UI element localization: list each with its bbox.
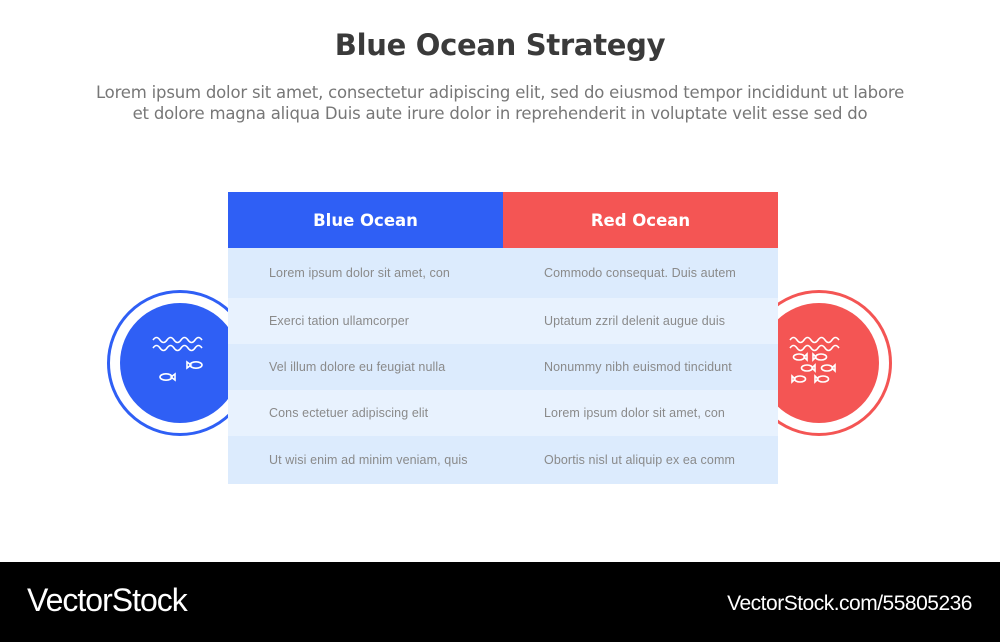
table-cell-blue: Lorem ipsum dolor sit amet, con [269,266,450,280]
page-subtitle: Lorem ipsum dolor sit amet, consectetur … [0,82,1000,124]
table-row: Lorem ipsum dolor sit amet, con Commodo … [228,248,778,298]
image-reference: VectorStock.com/55805236 [727,592,972,615]
column-header-blue-ocean: Blue Ocean [228,192,503,248]
column-header-red-ocean: Red Ocean [503,192,778,248]
watermark-footer: VectorStock VectorStock.com/55805236 [0,562,1000,642]
red-ocean-waves-fish-icon [789,336,840,384]
page-title: Blue Ocean Strategy [334,28,666,62]
table-cell-red: Obortis nisl ut aliquip ex ea comm [544,453,735,467]
table-row: Vel illum dolore eu feugiat nulla Nonumm… [228,344,778,390]
table-cell-blue: Cons ectetuer adipiscing elit [269,406,429,420]
table-row: Cons ectetuer adipiscing elit Lorem ipsu… [228,390,778,436]
table-cell-red: Nonummy nibh euismod tincidunt [544,360,732,374]
table-cell-blue: Vel illum dolore eu feugiat nulla [269,360,446,374]
table-cell-blue: Exerci tation ullamcorper [269,314,410,328]
table-header: Blue Ocean Red Ocean [228,192,778,248]
table-row: Ut wisi enim ad minim veniam, quis Obort… [228,436,778,484]
comparison-table: Blue Ocean Red Ocean Lorem ipsum dolor s… [228,192,778,484]
brand-logo: VectorStock [27,582,188,618]
table-cell-red: Uptatum zzril delenit augue duis [544,314,726,328]
blue-ocean-badge-fill [120,303,240,423]
red-ocean-badge-fill [759,303,879,423]
blue-ocean-waves-fish-icon [152,336,203,382]
table-cell-red: Lorem ipsum dolor sit amet, con [544,406,725,420]
subtitle-line-1: Lorem ipsum dolor sit amet, consectetur … [95,83,905,102]
table-row: Exerci tation ullamcorper Uptatum zzril … [228,298,778,344]
table-cell-red: Commodo consequat. Duis autem [544,266,736,280]
table-cell-blue: Ut wisi enim ad minim veniam, quis [269,453,468,467]
subtitle-line-2: et dolore magna aliqua Duis aute irure d… [132,104,868,123]
